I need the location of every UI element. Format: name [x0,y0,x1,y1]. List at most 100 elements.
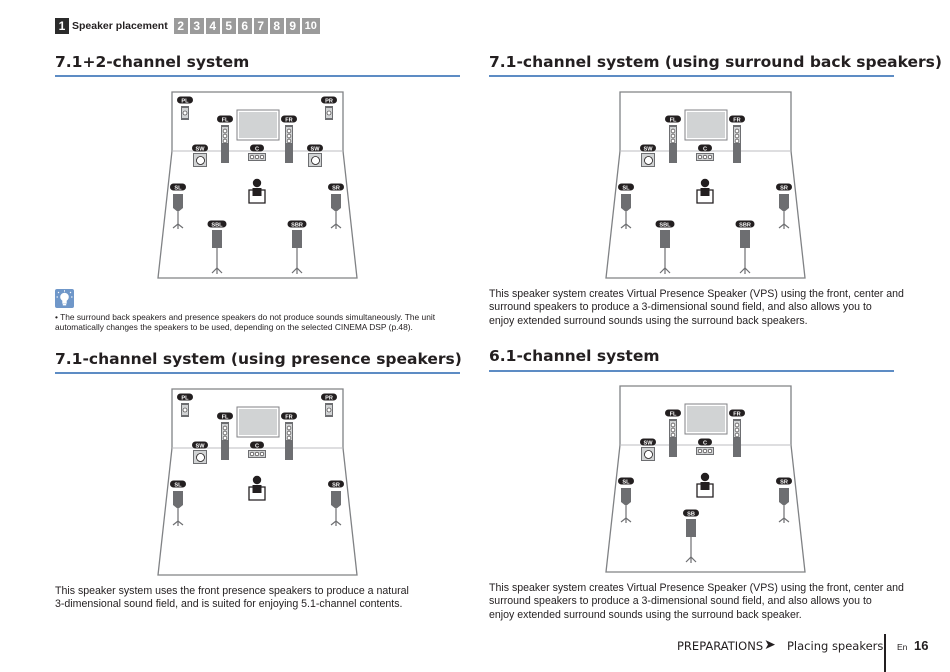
svg-text:SR: SR [780,185,788,191]
speaker-pr-icon [325,106,333,120]
speaker-sr-label: SR [776,477,792,485]
footer-section-link[interactable]: PREPARATIONS [677,639,764,653]
step-link-5[interactable]: 5 [221,17,236,34]
step-link-2[interactable]: 2 [173,17,188,34]
speaker-sl-label: SL [618,477,634,485]
step-link-4[interactable]: 4 [205,17,220,34]
speaker-c-icon [248,153,266,161]
section-rule [55,372,460,374]
body-line: 3-dimensional sound field, and is suited… [55,598,403,611]
svg-text:FL: FL [670,117,677,123]
svg-text:SBL: SBL [659,222,671,228]
listener-icon [696,178,714,204]
speaker-fl-label: FL [217,412,233,420]
speaker-sbr-icon [291,230,303,274]
section-rule [489,75,894,77]
speaker-fr-label: FR [729,115,745,123]
svg-text:SB: SB [687,511,695,517]
footer-divider [884,634,886,672]
step-navigation: 1 Speaker placement 2 3 4 5 6 7 8 9 10 [55,17,320,34]
body-line: This speaker system uses the front prese… [55,585,409,597]
speaker-fl-label: FL [665,115,681,123]
speaker-sbl-label: SBL [207,220,227,228]
speaker-sb-label: SB [683,509,699,517]
svg-text:SW: SW [195,443,205,449]
diagram-7-1-2: PL PR FL FR C SW SW SL SR SBL SBR [156,91,360,279]
speaker-fr-icon [285,422,293,460]
section-body-7-1-presence: This speaker system uses the front prese… [55,585,409,612]
svg-text:SBR: SBR [291,222,303,228]
footer-subsection-link[interactable]: Placing speakers [787,639,884,653]
speaker-sbr-label: SBR [735,220,755,228]
speaker-fr-icon [733,125,741,163]
speaker-pr-icon [325,403,333,417]
svg-text:PL: PL [181,395,189,401]
section-title-7-1-surround-back: 7.1-channel system (using surround back … [489,53,942,71]
speaker-pl-label: PL [177,96,193,104]
listener-icon [696,472,714,498]
section-rule [489,370,894,372]
current-step-number: 1 [55,17,69,34]
speaker-pl-label: PL [177,393,193,401]
current-step-label: Speaker placement [72,19,168,32]
speaker-c-label: C [250,144,264,152]
svg-text:SR: SR [332,185,340,191]
subwoofer-icon [193,450,207,464]
speaker-pl-icon [181,403,189,417]
svg-text:SL: SL [174,185,182,191]
section-body-6-1: This speaker system creates Virtual Pres… [489,582,904,622]
speaker-sl-label: SL [170,480,186,488]
speaker-fl-icon [221,422,229,460]
step-link-7[interactable]: 7 [253,17,268,34]
listener-icon [248,475,266,501]
speaker-pr-label: PR [321,96,337,104]
svg-text:C: C [703,440,707,446]
speaker-sr-icon [778,488,790,523]
tv-icon [236,406,280,438]
speaker-sb-icon [685,519,697,563]
speaker-fr-label: FR [281,115,297,123]
step-link-8[interactable]: 8 [269,17,284,34]
speaker-sr-label: SR [328,183,344,191]
svg-text:PL: PL [181,98,189,104]
speaker-sbr-icon [739,230,751,274]
speaker-fl-label: FL [217,115,233,123]
language-indicator: En [897,642,908,652]
svg-text:SW: SW [310,146,320,152]
section-title-7-1-presence: 7.1-channel system (using presence speak… [55,350,462,368]
svg-text:SR: SR [780,479,788,485]
speaker-fr-icon [733,419,741,457]
speaker-sl-label: SL [170,183,186,191]
speaker-c-icon [696,153,714,161]
svg-text:SL: SL [622,479,630,485]
page-number: 16 [914,638,929,653]
speaker-sr-icon [778,194,790,229]
step-link-6[interactable]: 6 [237,17,252,34]
speaker-sbl-icon [211,230,223,274]
svg-text:FL: FL [222,117,229,123]
speaker-fr-label: FR [729,409,745,417]
tv-icon [684,403,728,435]
speaker-sbl-label: SBL [655,220,675,228]
speaker-sl-icon [172,194,184,229]
speaker-sw-label: SW [640,144,656,152]
note-line: • The surround back speakers and presenc… [55,312,436,322]
current-step[interactable]: 1 Speaker placement [55,17,172,34]
step-link-10[interactable]: 10 [301,17,320,34]
speaker-sw-label: SW [192,144,208,152]
section-title-6-1: 6.1-channel system [489,347,660,365]
speaker-sw-label: SW [640,438,656,446]
svg-text:C: C [255,146,259,152]
tip-lightbulb-icon [55,289,74,308]
speaker-sw-label: SW [192,441,208,449]
speaker-sr-label: SR [328,480,344,488]
step-link-3[interactable]: 3 [189,17,204,34]
tv-icon [236,109,280,141]
speaker-fr-icon [285,125,293,163]
speaker-fr-label: FR [281,412,297,420]
section-body-7-1-surround-back: This speaker system creates Virtual Pres… [489,288,904,328]
step-link-9[interactable]: 9 [285,17,300,34]
speaker-c-label: C [250,441,264,449]
